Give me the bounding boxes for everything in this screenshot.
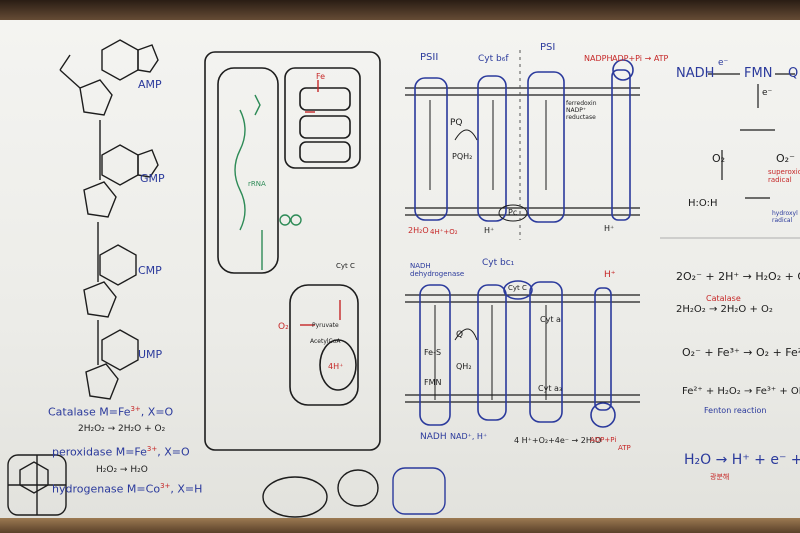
hydrogenase-line: hydrogenase M=Co3+, X=H [52,482,202,496]
resp-arrows [434,305,547,400]
board-bottom-frame [0,518,800,533]
rp-reaction-3: O₂⁻ + Fe³⁺ → O₂ + Fe²⁺ [682,346,800,359]
photo-hplus-2: H⁺ [604,224,615,233]
resp-adp-label: ADP+Pi [590,436,617,444]
label-cmp: CMP [138,264,162,277]
catalase-reaction: 2H₂O₂ → 2H₂O + O₂ [78,424,166,434]
peroxidase-reaction: H₂O₂ → H₂O [96,465,148,475]
photo-hplus-1: H⁺ [484,226,495,235]
rp-hydroxyl: hydroxyl radical [772,210,798,224]
cell-rrna-label: rRNA [248,180,266,188]
rp-reaction-4: Fe²⁺ + H₂O₂ → Fe³⁺ + OH⁻ + ·OH [682,386,800,397]
qh2-label: QH₂ [456,362,472,371]
nadh-dehydrogenase-label: NADH dehydrogenase [410,262,465,278]
rp-nadh: NADH [676,66,715,81]
photosystem-complexes [414,59,634,223]
hydrogenase-x: , X=H [170,482,203,496]
pqh2-label: PQH₂ [452,152,473,161]
cytbc1-label: Cyt bc₁ [482,258,515,268]
peroxidase-x: , X=O [157,445,190,459]
pq-label: PQ [450,118,463,128]
cyta3-label: Cyt a₃ [538,384,563,393]
board-top-frame [0,0,800,22]
peroxidase-text: peroxidase M=Fe [52,445,147,459]
h2o-label: 2H₂O [408,226,429,235]
hydrogenase-sup: 3+ [160,482,171,490]
thylakoid-membrane [405,87,640,216]
rp-q: Q [788,66,799,81]
rp-superoxide: superoxide radical [768,168,800,184]
rp-fmn: FMN [744,66,773,81]
porphyrin-structure [7,454,67,516]
catalase-line: Catalase M=Fe3+, X=O [48,405,173,419]
q-label: Q [456,330,464,340]
mitochondrial-membrane [405,294,640,403]
cytaa3-label: Cyt a [540,315,561,324]
photo-arrows [429,100,547,222]
cell-fe-label: Fe [316,72,326,81]
o2-label: 4H⁺+O₂ [430,228,458,236]
cytb6f-label: Cyt b₆f [478,54,509,64]
rp-reaction-5: H₂O → H⁺ + e⁻ + [684,452,800,468]
cell-cytc-label: Cyt C [336,262,355,270]
rp-o2: O₂ [712,152,726,165]
rp-o2-radical: O₂⁻ [776,152,795,165]
rp-hoh: H:O:H [688,198,718,209]
resp-atp-label: ATP [618,444,631,452]
cell-acetyl-label: AcetylCoA [310,338,341,345]
nadph-label: NADPH [584,54,613,63]
ferredoxin-label: ferredoxin NADP⁺ reductase [566,100,597,121]
atp-synthase-label: ADP+Pi → ATP [612,54,669,63]
resp-nad-label: NAD⁺, H⁺ [450,432,488,441]
cell-pyruvate-label: Pyruvate [312,322,339,329]
label-gmp: GMP [140,172,165,185]
respiratory-complexes [419,280,616,428]
pc-label: Pc [508,208,518,217]
rp-e1: e⁻ [718,58,729,68]
whiteboard [0,20,800,520]
hydrogenase-text: hydrogenase M=Co [52,482,161,496]
cell-red-marks [300,80,341,326]
peroxidase-sup: 3+ [146,445,158,453]
catalase-sup: 3+ [130,405,141,413]
rp-fenton: Fenton reaction [704,406,767,415]
small-vesicles [262,467,446,518]
catalase-x: , X=O [140,405,174,419]
fmn-label: FMN [424,378,442,387]
rp-reaction-5-note: 광분해 [710,473,730,481]
right-panel-arrows [660,73,800,239]
cell-diagram [204,51,381,451]
fes-label: Fe-S [424,348,442,357]
resp-nadh-label: NADH [420,432,447,442]
cell-o2-label: O₂ [278,322,289,332]
rp-catalase: Catalase [706,294,741,303]
resp-cytc-label: Cyt C [508,284,527,292]
rp-reaction-1: 2O₂⁻ + 2H⁺ → H₂O₂ + O₂ [676,270,800,283]
label-ump: UMP [138,348,163,361]
resp-hplus-label: H⁺ [604,270,616,280]
resp-o2-reaction: 4 H⁺+O₂+4e⁻ → 2H₂O [514,436,602,445]
peroxidase-line: peroxidase M=Fe3+, X=O [52,445,190,459]
psii-label: PSII [420,52,439,63]
rp-reaction-2: 2H₂O₂ → 2H₂O + O₂ [676,304,773,315]
catalase-text: Catalase M=Fe [48,405,131,419]
psi-label: PSI [540,42,556,53]
cell-green-marks [234,94,302,270]
rp-e2: e⁻ [762,88,773,98]
nucleotide-structures [59,39,159,400]
label-amp: AMP [138,78,162,91]
cell-hplus-label: 4H⁺ [328,362,344,371]
